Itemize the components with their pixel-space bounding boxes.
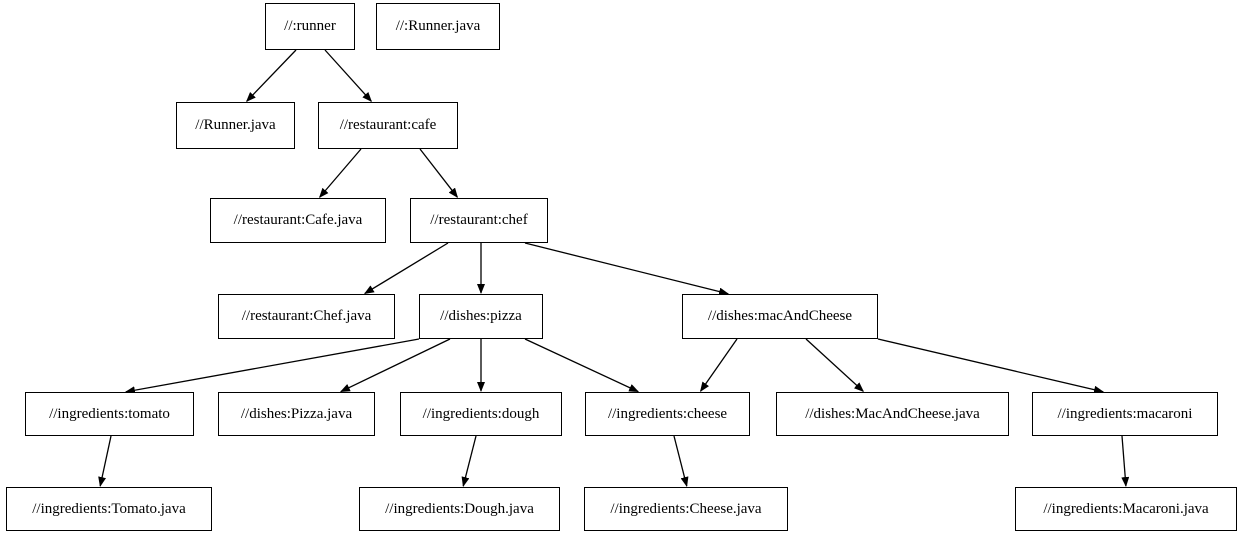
graph-node-chef_java[interactable]: //restaurant:Chef.java [218,294,395,339]
graph-node-label: //:runner [284,18,336,34]
graph-node-label: //ingredients:macaroni [1057,405,1193,422]
graph-node-label: //restaurant:chef [430,212,528,228]
graph-node-ing_cheese[interactable]: //ingredients:cheese [585,392,750,436]
graph-node-ing_tomato[interactable]: //ingredients:tomato [25,392,194,436]
graph-node-label: //ingredients:cheese [607,405,728,422]
graph-node-pizza_java[interactable]: //dishes:Pizza.java [218,392,375,436]
graph-node-cafe_java[interactable]: //restaurant:Cafe.java [210,198,386,243]
graph-node-macandchz_java[interactable]: //dishes:MacAndCheese.java [776,392,1009,436]
graph-node-label: //ingredients:dough [422,405,540,422]
graph-node-label: //ingredients:Dough.java [385,500,534,517]
graph-node-label: //Runner.java [195,117,276,133]
graph-node-tomato_java[interactable]: //ingredients:Tomato.java [6,487,212,531]
graph-node-ing_dough[interactable]: //ingredients:dough [400,392,562,436]
graph-node-label: //dishes:MacAndCheese.java [805,405,980,422]
graph-node-label: //dishes:pizza [440,308,522,324]
graph-node-runner_java_root[interactable]: //:Runner.java [376,3,500,50]
graph-node-cheese_java[interactable]: //ingredients:Cheese.java [584,487,788,531]
graph-node-ing_macaroni[interactable]: //ingredients:macaroni [1032,392,1218,436]
graph-node-label: //dishes:Pizza.java [240,405,353,422]
graph-node-macaroni_java[interactable]: //ingredients:Macaroni.java [1015,487,1237,531]
graph-node-label: //ingredients:Tomato.java [32,500,186,517]
graph-node-runner_java[interactable]: //Runner.java [176,102,295,149]
graph-node-label: //:Runner.java [395,18,481,34]
graph-node-dishes_macandchz[interactable]: //dishes:macAndCheese [682,294,878,339]
graph-node-label: //ingredients:tomato [49,405,170,422]
graph-node-restaurant_chef[interactable]: //restaurant:chef [410,198,548,243]
graph-node-label: //restaurant:Cafe.java [233,212,363,228]
graph-node-label: //ingredients:Cheese.java [610,500,762,517]
graph-node-dough_java[interactable]: //ingredients:Dough.java [359,487,560,531]
graph-node-label: //restaurant:Chef.java [241,308,372,324]
graph-node-label: //ingredients:Macaroni.java [1043,500,1209,517]
graph-node-label: //dishes:macAndCheese [707,308,853,324]
graph-node-restaurant_cafe[interactable]: //restaurant:cafe [318,102,458,149]
graph-node-runner[interactable]: //:runner [265,3,355,50]
graph-node-dishes_pizza[interactable]: //dishes:pizza [419,294,543,339]
graph-node-label: //restaurant:cafe [339,117,437,133]
